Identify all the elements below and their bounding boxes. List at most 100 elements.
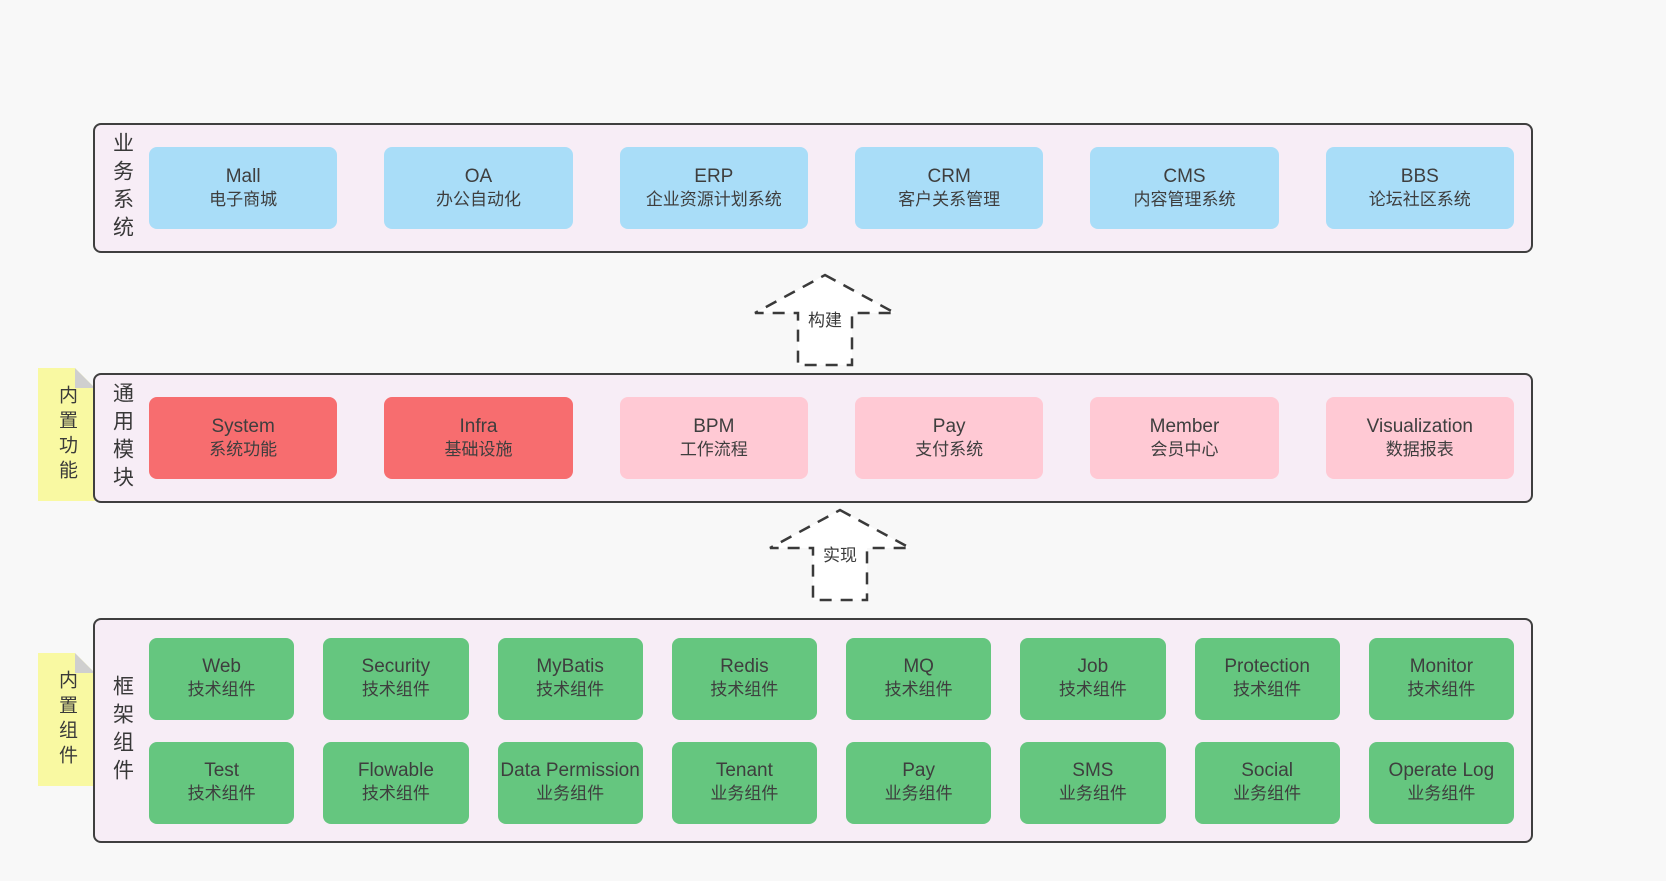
box-desc: 技术组件	[884, 680, 953, 700]
box-mybatis: MyBatis 技术组件	[497, 637, 643, 720]
box-desc: 会员中心	[1150, 439, 1219, 459]
panel-title-text: 通用模块	[110, 382, 134, 494]
box-name: BBS	[1400, 165, 1439, 187]
box-name: System	[211, 415, 275, 437]
box-desc: 支付系统	[915, 439, 984, 459]
box-desc: 技术组件	[187, 784, 256, 804]
box-job: Job 技术组件	[1020, 637, 1166, 720]
components-rows: Web 技术组件 Security 技术组件 MyBatis 技术组件 Redi…	[149, 637, 1531, 824]
box-name: Security	[361, 656, 431, 678]
box-redis: Redis 技术组件	[671, 637, 817, 720]
arrow-label-bg	[819, 544, 861, 567]
box-name: SMS	[1072, 760, 1114, 782]
box-name: Monitor	[1409, 656, 1474, 678]
box-name: Tenant	[715, 760, 773, 782]
box-member: Member 会员中心	[1090, 397, 1279, 479]
box-monitor: Monitor 技术组件	[1368, 637, 1514, 720]
box-operate-log: Operate Log 业务组件	[1368, 741, 1514, 824]
note-built-in-components: 内置组件	[38, 653, 95, 786]
note-label: 内置功能	[56, 384, 77, 485]
box-test: Test 技术组件	[149, 741, 295, 824]
panel-title-business: 业务系统	[95, 132, 149, 244]
box-crm: CRM 客户关系管理	[854, 147, 1044, 229]
box-desc: 数据报表	[1385, 439, 1454, 459]
arrow-label-bg	[804, 309, 846, 332]
box-desc: 技术组件	[361, 680, 430, 700]
box-data-permission: Data Permission 业务组件	[497, 741, 643, 824]
box-name: Infra	[459, 415, 498, 437]
box-desc: 业务组件	[536, 784, 605, 804]
box-desc: 客户关系管理	[898, 189, 1001, 209]
box-name: Flowable	[357, 760, 434, 782]
panel-title-modules: 通用模块	[95, 382, 149, 494]
box-tenant: Tenant 业务组件	[671, 741, 817, 824]
implement-arrow: 实现	[769, 508, 911, 602]
box-name: Redis	[720, 656, 769, 678]
box-bpm: BPM 工作流程	[619, 397, 808, 479]
note-built-in-features: 内置功能	[38, 368, 95, 501]
box-oa: OA 办公自动化	[384, 147, 573, 229]
box-mq: MQ 技术组件	[846, 637, 992, 720]
box-web: Web 技术组件	[149, 637, 295, 720]
box-name: CRM	[927, 165, 971, 187]
folded-corner-icon	[75, 653, 95, 673]
box-infra: Infra 基础设施	[384, 397, 573, 479]
box-desc: 办公自动化	[435, 189, 521, 209]
panel-common-modules: 通用模块 System 系统功能 Infra 基础设施 BPM 工作流程 Pay…	[93, 373, 1533, 503]
box-system: System 系统功能	[149, 397, 338, 479]
box-desc: 内容管理系统	[1133, 189, 1236, 209]
box-visualization: Visualization 数据报表	[1325, 397, 1514, 479]
box-name: Social	[1241, 760, 1293, 782]
panel-business-systems: 业务系统 Mall 电子商城 OA 办公自动化 ERP 企业资源计划系统 CRM…	[93, 123, 1533, 253]
box-desc: 业务组件	[884, 784, 953, 804]
box-protection: Protection 技术组件	[1194, 637, 1340, 720]
box-desc: 企业资源计划系统	[645, 189, 782, 209]
box-desc: 业务组件	[1407, 784, 1476, 804]
modules-row: System 系统功能 Infra 基础设施 BPM 工作流程 Pay 支付系统…	[149, 397, 1531, 479]
box-name: BPM	[693, 415, 735, 437]
box-desc: 技术组件	[1407, 680, 1476, 700]
box-name: Member	[1149, 415, 1220, 437]
box-name: Operate Log	[1388, 760, 1495, 782]
panel-title-components: 框架组件	[95, 675, 149, 787]
note-label: 内置组件	[56, 669, 77, 770]
box-desc: 系统功能	[209, 439, 278, 459]
box-desc: 工作流程	[679, 439, 748, 459]
box-name: Web	[202, 656, 241, 678]
panel-title-text: 业务系统	[110, 132, 134, 244]
box-name: MyBatis	[536, 656, 604, 678]
box-security: Security 技术组件	[323, 637, 469, 720]
components-row-2: Test 技术组件 Flowable 技术组件 Data Permission …	[149, 741, 1514, 824]
box-desc: 业务组件	[710, 784, 779, 804]
box-name: Pay	[902, 760, 935, 782]
folded-corner-icon	[75, 368, 95, 388]
box-desc: 技术组件	[1233, 680, 1302, 700]
panel-title-text: 框架组件	[110, 674, 134, 787]
components-row-1: Web 技术组件 Security 技术组件 MyBatis 技术组件 Redi…	[149, 637, 1514, 720]
box-desc: 论坛社区系统	[1368, 189, 1471, 209]
box-cms: CMS 内容管理系统	[1090, 147, 1279, 229]
box-name: Data Permission	[500, 760, 640, 782]
box-desc: 技术组件	[187, 680, 256, 700]
box-desc: 技术组件	[361, 784, 430, 804]
panel-framework-components: 框架组件 Web 技术组件 Security 技术组件 MyBatis 技术组件…	[93, 618, 1533, 843]
box-sms: SMS 业务组件	[1020, 741, 1166, 824]
box-name: Mall	[225, 165, 261, 187]
box-name: Test	[204, 760, 240, 782]
box-desc: 技术组件	[1058, 680, 1127, 700]
box-mall: Mall 电子商城	[149, 147, 338, 229]
box-name: Visualization	[1366, 415, 1473, 437]
box-flowable: Flowable 技术组件	[323, 741, 469, 824]
box-name: MQ	[903, 656, 934, 678]
box-desc: 电子商城	[209, 189, 278, 209]
box-desc: 业务组件	[1233, 784, 1302, 804]
arrow-label: 实现	[823, 546, 857, 565]
box-pay-module: Pay 支付系统	[854, 397, 1044, 479]
box-name: ERP	[694, 165, 734, 187]
box-pay-component: Pay 业务组件	[846, 741, 992, 824]
business-row: Mall 电子商城 OA 办公自动化 ERP 企业资源计划系统 CRM 客户关系…	[149, 147, 1531, 229]
box-name: OA	[464, 165, 493, 187]
box-social: Social 业务组件	[1194, 741, 1340, 824]
box-bbs: BBS 论坛社区系统	[1325, 147, 1514, 229]
